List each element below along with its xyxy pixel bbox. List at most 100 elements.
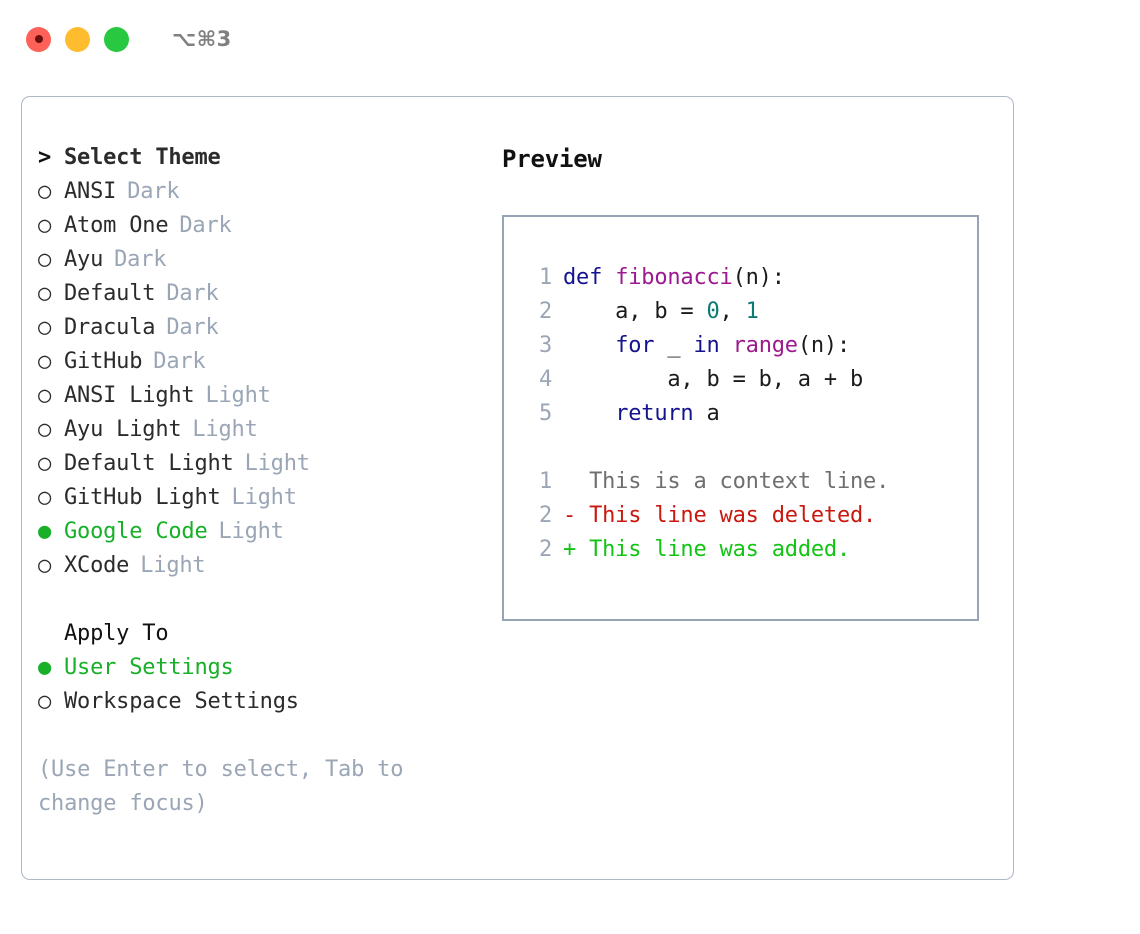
theme-option-label: XCode xyxy=(64,553,130,578)
radio-unselected-icon: ○ xyxy=(38,247,52,272)
code-token-num: 1 xyxy=(745,299,759,324)
radio-unselected-icon: ○ xyxy=(38,281,52,306)
theme-variant-badge: Light xyxy=(244,451,310,476)
radio-unselected-icon: ○ xyxy=(38,383,52,408)
code-token-txt: (n): xyxy=(797,333,851,358)
theme-option-dracula[interactable]: ○ Dracula Dark xyxy=(38,315,478,349)
theme-variant-badge: Dark xyxy=(179,213,232,238)
theme-picker-heading: > Select Theme xyxy=(38,145,478,179)
code-token-txt xyxy=(563,333,615,358)
code-token-num: 0 xyxy=(706,299,720,324)
theme-variant-badge: Dark xyxy=(166,315,219,340)
close-button[interactable] xyxy=(26,26,51,52)
theme-option-atom-one[interactable]: ○ Atom One Dark xyxy=(38,213,478,247)
theme-option-label: Default Light xyxy=(64,451,234,476)
theme-option-default[interactable]: ○ Default Dark xyxy=(38,281,478,315)
code-token-fn: fibonacci xyxy=(615,265,733,290)
preview-title: Preview xyxy=(502,145,602,173)
code-token-txt: , xyxy=(719,299,746,324)
line-number: 4 xyxy=(538,367,552,392)
diff-text: This line was deleted. xyxy=(589,503,877,528)
line-number: 2 xyxy=(538,537,552,562)
theme-variant-badge: Light xyxy=(205,383,271,408)
code-token-txt: a, b = xyxy=(563,299,707,324)
theme-variant-badge: Dark xyxy=(166,281,219,306)
code-token-txt: a xyxy=(693,401,720,426)
apply-to-heading: ○ Apply To xyxy=(38,621,478,655)
apply-to-option-label: Workspace Settings xyxy=(64,689,299,714)
radio-unselected-icon: ○ xyxy=(38,417,52,442)
apply-to-option-user-settings[interactable]: ●User Settings xyxy=(38,655,478,689)
theme-option-label: Ayu Light xyxy=(64,417,182,442)
code-token-txt xyxy=(720,333,733,358)
theme-option-label: Atom One xyxy=(64,213,169,238)
theme-option-label: Default xyxy=(64,281,156,306)
radio-unselected-icon: ○ xyxy=(38,485,52,510)
theme-picker-heading-label: Select Theme xyxy=(64,145,221,170)
window-controls xyxy=(26,26,129,52)
theme-option-label: Dracula xyxy=(64,315,156,340)
code-token-kw: in xyxy=(693,333,720,358)
recording-dot-icon xyxy=(34,35,43,43)
theme-option-ayu[interactable]: ○ Ayu Dark xyxy=(38,247,478,281)
radio-unselected-icon: ○ xyxy=(38,349,52,374)
code-token-txt: _ xyxy=(654,333,694,358)
titlebar: ⌥⌘3 xyxy=(0,0,1140,78)
theme-variant-badge: Dark xyxy=(114,247,167,272)
theme-option-label: ANSI xyxy=(64,179,117,204)
line-number: 1 xyxy=(538,265,552,290)
theme-option-default-light[interactable]: ○ Default Light Light xyxy=(38,451,478,485)
code-line: 3 for _ in range(n): xyxy=(522,333,977,367)
apply-to-option-workspace-settings[interactable]: ○ Workspace Settings xyxy=(38,689,478,723)
apply-to-heading-label: Apply To xyxy=(64,621,169,646)
theme-option-label: GitHub xyxy=(64,349,143,374)
diff-text: This is a context line. xyxy=(589,469,890,494)
radio-unselected-icon: ○ xyxy=(38,179,52,204)
theme-option-github-light[interactable]: ○ GitHub Light Light xyxy=(38,485,478,519)
radio-unselected-icon: ○ xyxy=(38,213,52,238)
code-spacer xyxy=(522,435,977,469)
line-number: 2 xyxy=(538,503,552,528)
code-token-fn: range xyxy=(732,333,798,358)
theme-option-label: ANSI Light xyxy=(64,383,195,408)
minimize-button[interactable] xyxy=(65,26,90,52)
apply-to-option-label: User Settings xyxy=(64,655,234,680)
maximize-button[interactable] xyxy=(104,26,129,52)
diff-marker xyxy=(563,469,589,494)
code-token-txt: a, b = b, a + b xyxy=(563,367,864,392)
radio-unselected-icon: ○ xyxy=(38,315,52,340)
keyboard-shortcut-label: ⌥⌘3 xyxy=(172,27,232,51)
line-number: 3 xyxy=(538,333,552,358)
diff-line-ctx: 1 This is a context line. xyxy=(522,469,977,503)
spacer-icon: ○ xyxy=(38,623,64,645)
theme-variant-badge: Dark xyxy=(153,349,206,374)
radio-unselected-icon: ○ xyxy=(38,451,52,476)
keyboard-hint-text: (Use Enter to select, Tab to change focu… xyxy=(38,757,404,816)
code-token-kw: def xyxy=(563,265,616,290)
code-token-kw: return xyxy=(615,401,694,426)
theme-variant-badge: Light xyxy=(231,485,297,510)
diff-line-add: 2+ This line was added. xyxy=(522,537,977,571)
theme-option-github[interactable]: ○ GitHub Dark xyxy=(38,349,478,383)
theme-variant-badge: Light xyxy=(218,519,284,544)
code-token-txt xyxy=(563,401,615,426)
diff-marker: + xyxy=(563,537,590,562)
code-line: 4 a, b = b, a + b xyxy=(522,367,977,401)
apply-to-list: ●User Settings○ Workspace Settings xyxy=(38,655,478,723)
code-token-kw: for xyxy=(615,333,655,358)
radio-unselected-icon: ○ xyxy=(38,689,52,714)
line-number: 1 xyxy=(538,469,552,494)
code-token-txt: (n): xyxy=(732,265,785,290)
theme-option-label: Ayu xyxy=(64,247,104,272)
code-line: 5 return a xyxy=(522,401,977,435)
theme-option-ansi-light[interactable]: ○ ANSI Light Light xyxy=(38,383,478,417)
theme-option-label: GitHub Light xyxy=(64,485,221,510)
